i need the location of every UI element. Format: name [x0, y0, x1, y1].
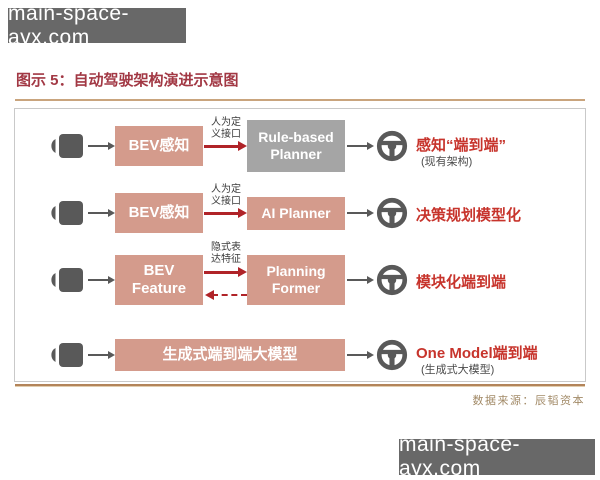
steering-wheel-icon: [375, 338, 409, 372]
planning-former-box: Planning Former: [247, 255, 345, 305]
result-note: (现有架构): [421, 156, 473, 168]
steering-wheel-icon: [375, 196, 409, 230]
steering-wheel-icon: [375, 129, 409, 163]
result-label: 模块化端到端: [416, 274, 507, 291]
bev-feature-box: BEV Feature: [115, 255, 203, 305]
camera-icon: [47, 265, 85, 295]
watermark-bottom: main-space-ayx.com: [399, 433, 595, 480]
data-source: 数据来源：辰韬资本: [472, 395, 585, 407]
steering-wheel-icon: [375, 263, 409, 297]
interface-label: 人为定 义接口: [211, 117, 241, 140]
bev-perception-box: BEV感知: [115, 193, 203, 233]
interface-label: 人为定 义接口: [211, 184, 241, 207]
bev-perception-box: BEV感知: [115, 126, 203, 166]
bottom-divider: [15, 384, 585, 387]
watermark-top: main-space-ayx.com: [8, 2, 186, 49]
camera-icon: [47, 198, 85, 228]
result-label: 决策规划模型化: [416, 207, 522, 224]
title-divider: [15, 99, 585, 101]
generative-e2e-model-box: 生成式端到端大模型: [115, 339, 345, 371]
camera-icon: [47, 131, 85, 161]
camera-icon: [47, 340, 85, 370]
result-note: (生成式大模型): [421, 364, 495, 376]
ai-planner-box: AI Planner: [247, 197, 345, 230]
figure-title: 图示 5：自动驾驶架构演进示意图: [16, 72, 239, 89]
rule-based-planner-box: Rule-based Planner: [247, 120, 345, 172]
interface-label: 隐式表 达特征: [211, 242, 241, 265]
result-label: 感知“端到端”: [416, 137, 507, 154]
result-label: One Model端到端: [416, 345, 538, 362]
